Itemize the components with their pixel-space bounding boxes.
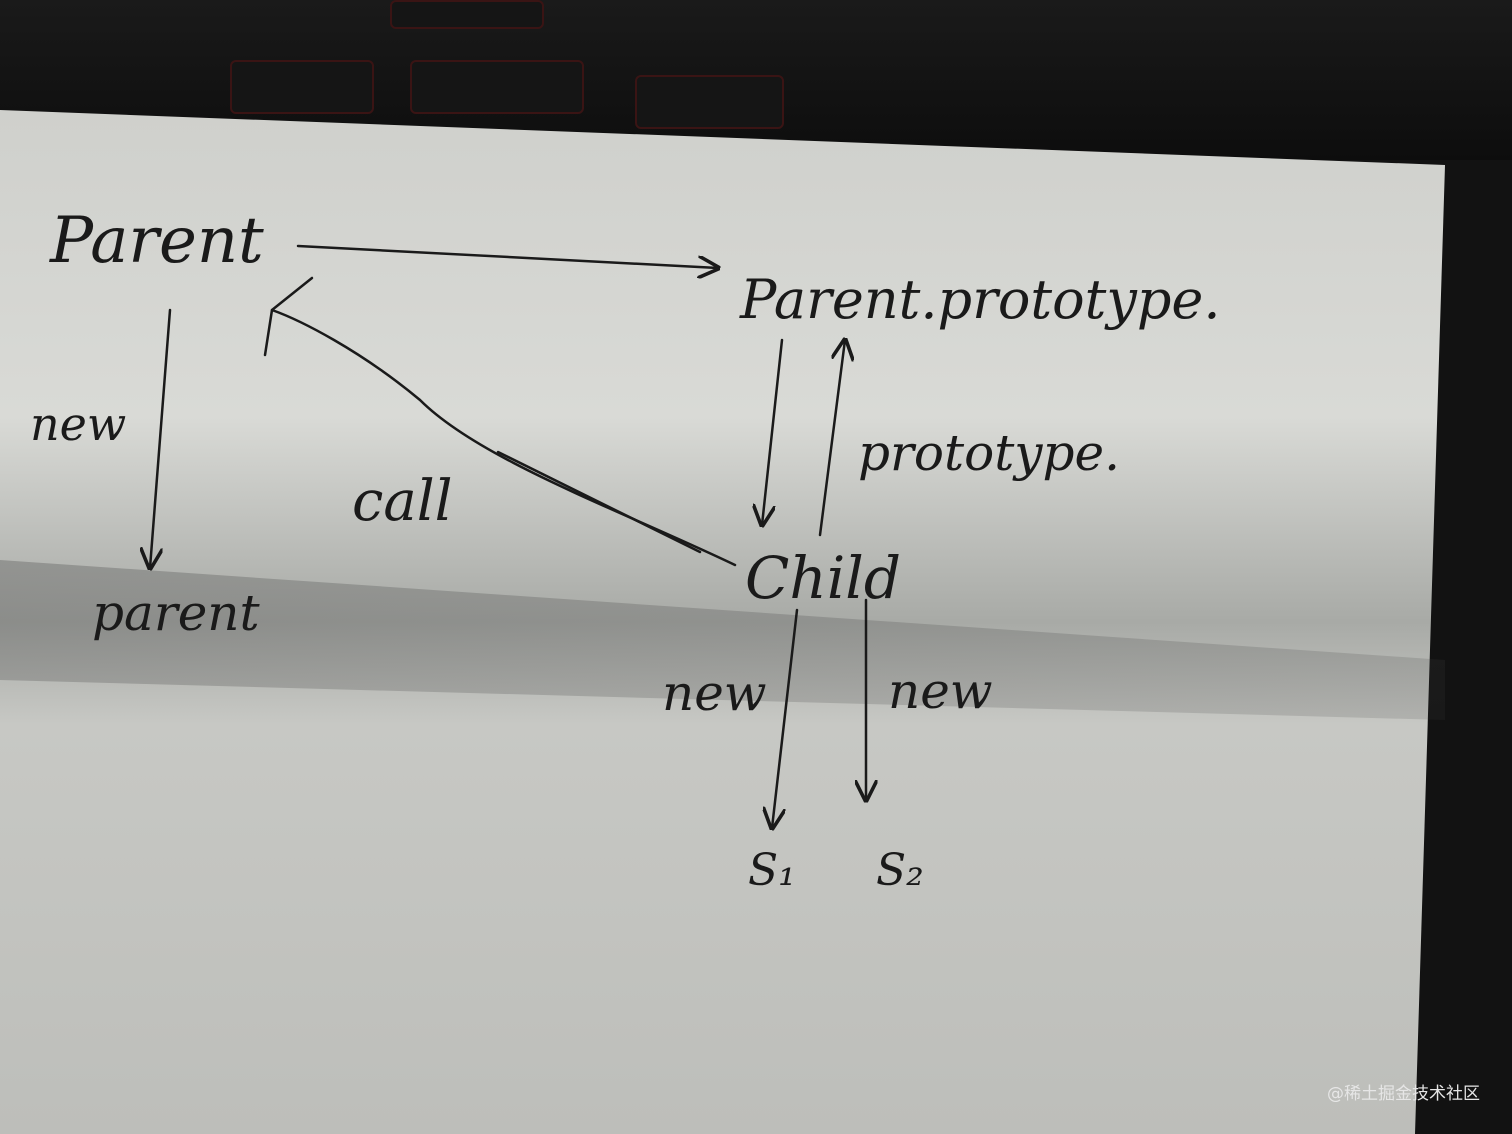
arrow-parent-new-instance bbox=[150, 308, 172, 568]
paper-sheet bbox=[0, 110, 1445, 1134]
node-parent-prototype: Parent.prototype. bbox=[739, 268, 1221, 331]
call-arrowhead bbox=[263, 276, 314, 357]
arrow-child-call-parent bbox=[270, 308, 737, 567]
keyboard-key bbox=[635, 75, 784, 129]
call-scribble bbox=[496, 450, 702, 554]
label-child-new-s1: new bbox=[662, 664, 767, 722]
keyboard-key bbox=[390, 0, 544, 29]
label-call: call bbox=[352, 469, 453, 534]
arrow-prototype-to-child bbox=[762, 338, 784, 525]
arrow-parent-to-prototype bbox=[296, 244, 718, 268]
node-s1: S₁ bbox=[748, 845, 796, 896]
node-parent-instance: parent bbox=[92, 584, 261, 642]
arrow-child-prototype bbox=[818, 340, 845, 537]
label-prototype: prototype. bbox=[858, 424, 1120, 482]
node-s2: S₂ bbox=[876, 845, 924, 896]
keyboard-key bbox=[230, 60, 374, 114]
node-child: Child bbox=[745, 544, 901, 612]
arrow-child-new-s1 bbox=[772, 608, 799, 828]
watermark: @稀土掘金技术社区 bbox=[1327, 1084, 1480, 1104]
label-parent-new: new bbox=[30, 397, 126, 451]
keyboard-key bbox=[410, 60, 584, 114]
node-parent-constructor: Parent bbox=[49, 204, 264, 278]
label-child-new-s2: new bbox=[888, 662, 993, 720]
